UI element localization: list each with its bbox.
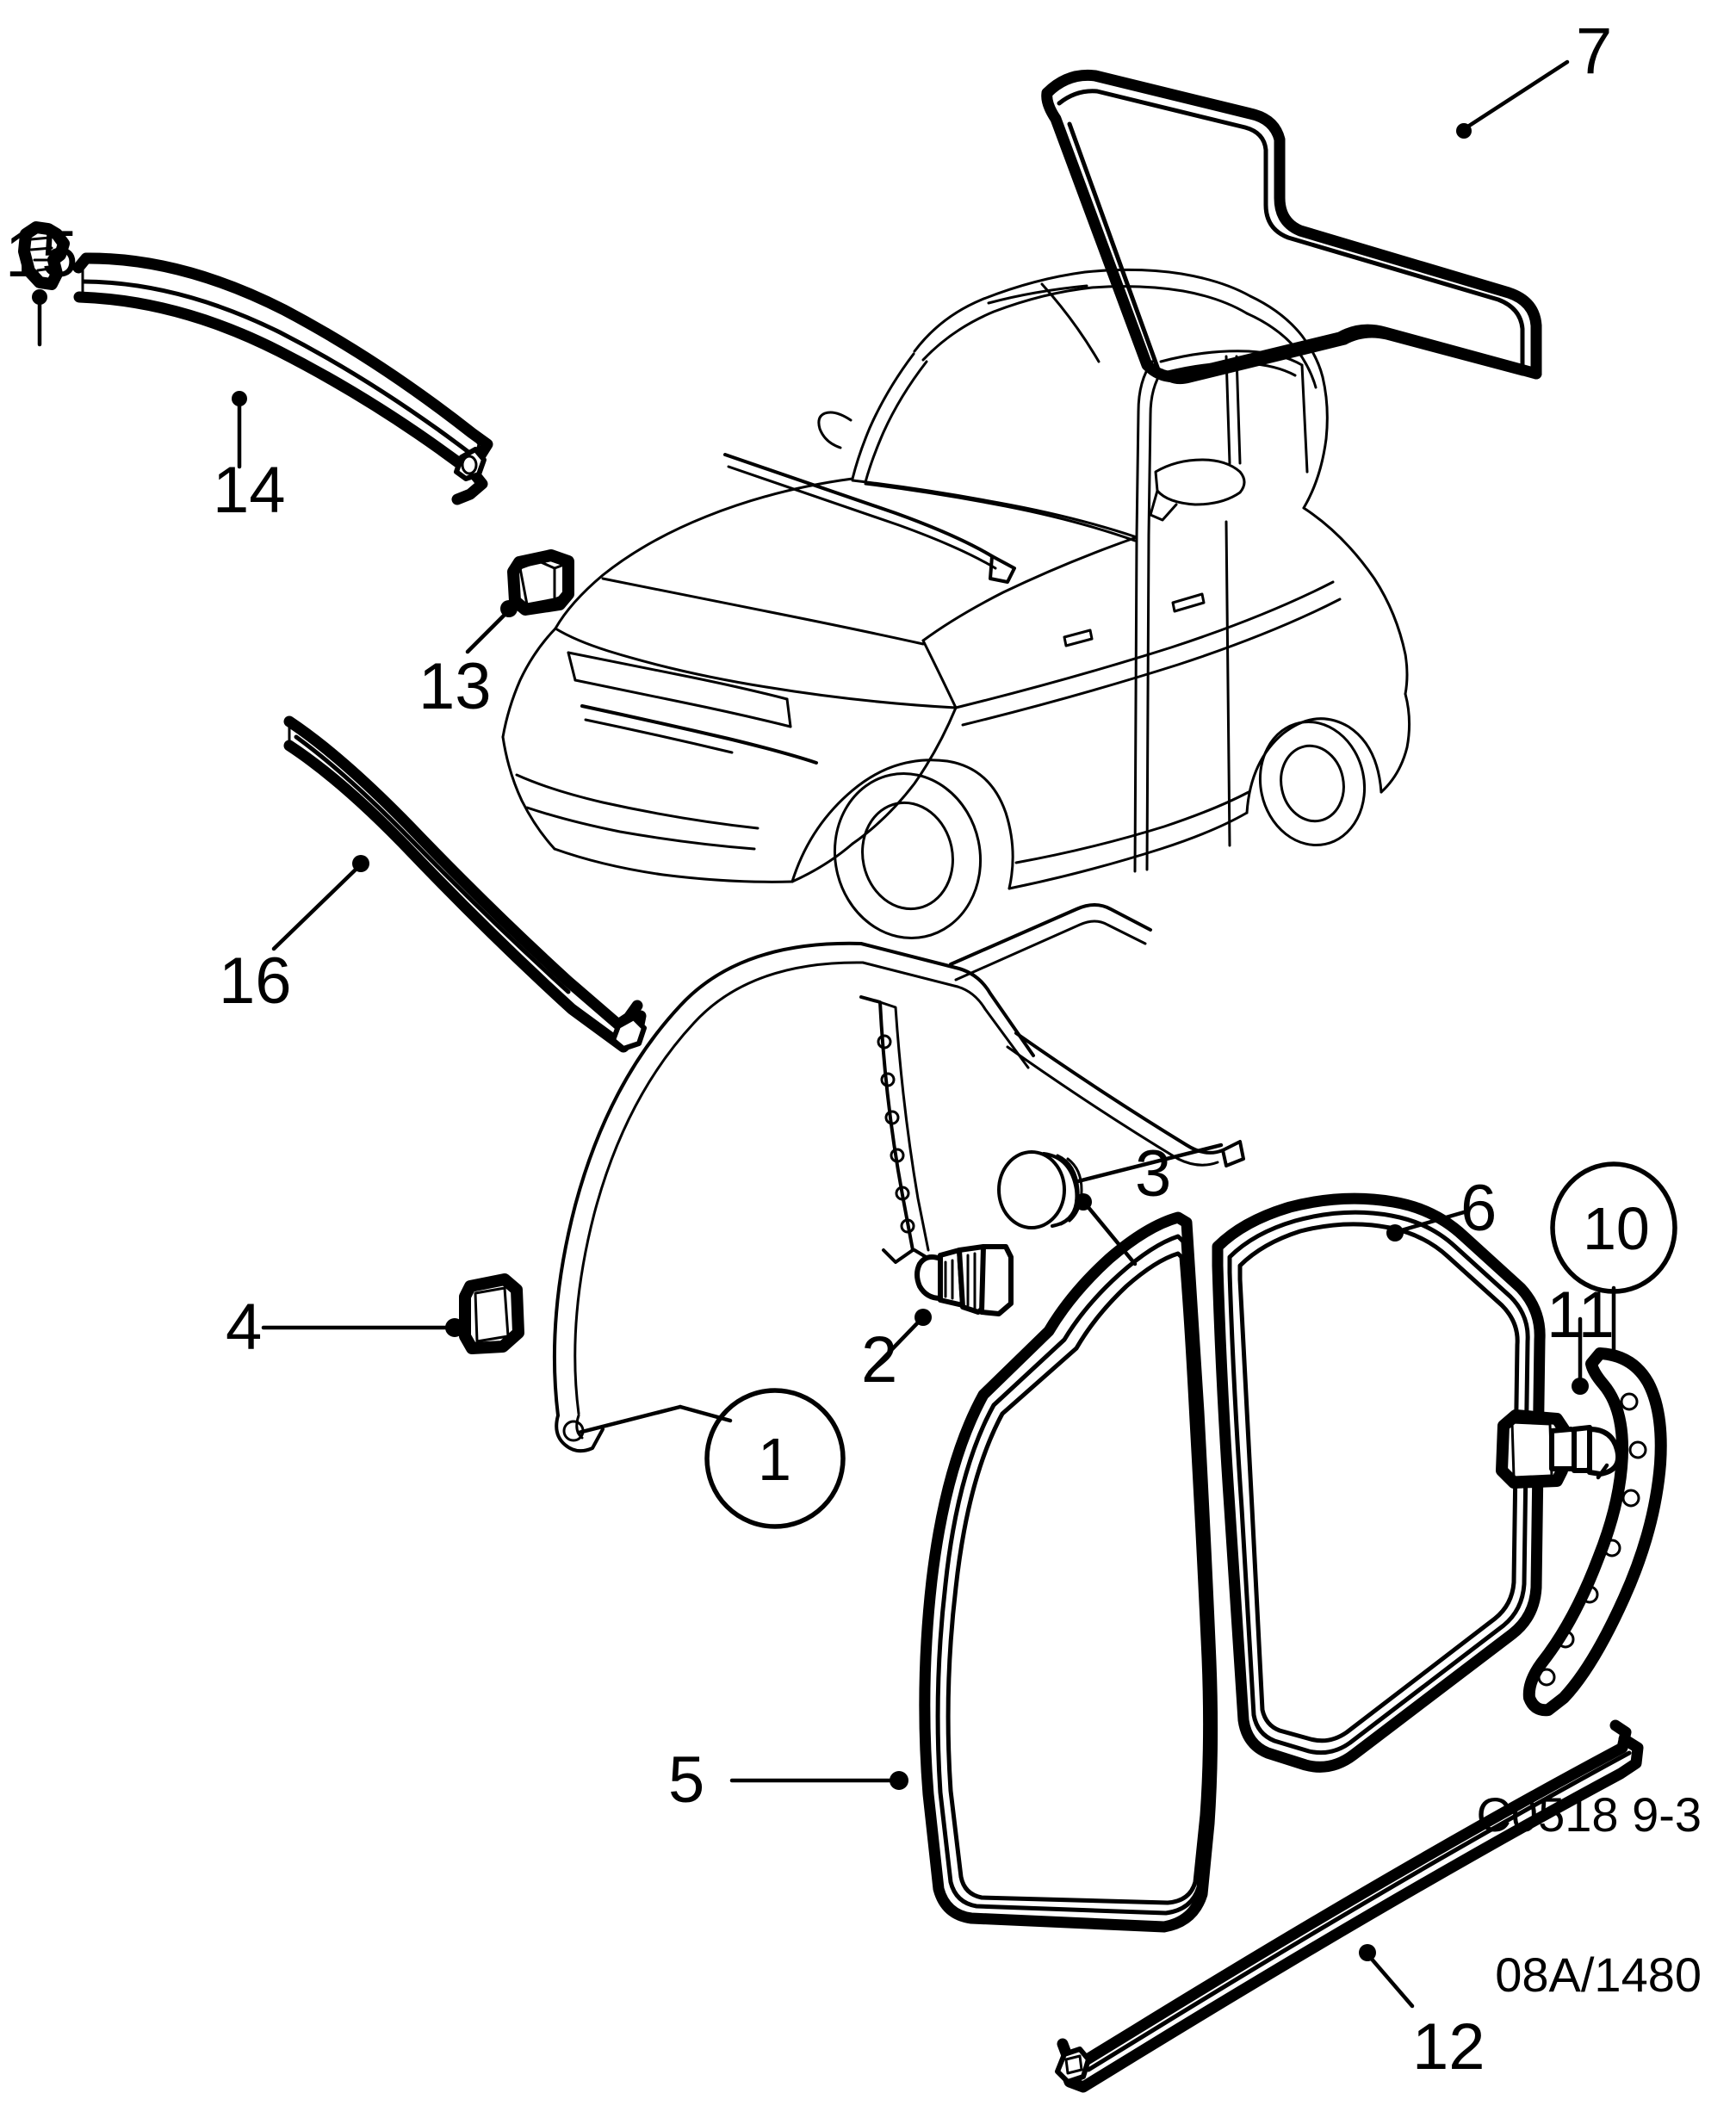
callout-label-14: 13: [418, 650, 492, 723]
callout-label-10: 10: [1583, 1195, 1650, 1262]
part-7-tailgate-seal: [1041, 69, 1542, 385]
footer-line-2: 08A/1480: [1495, 1948, 1702, 2002]
leader-line-16: [271, 865, 360, 951]
diagram-footer: C0518 9-3 08A/1480: [1476, 1681, 1702, 2109]
part-14-clip: [507, 549, 574, 616]
part-1-door-frame-weatherstrip: [552, 903, 1245, 1453]
part-4-clip: [459, 1273, 524, 1354]
vehicle-illustration: [501, 268, 1411, 940]
part-11-stud-retainer: [1496, 1409, 1621, 1489]
part-2-retainer-fastener: [913, 1244, 1014, 1316]
leader-line-6: [1396, 1210, 1466, 1234]
leader-line-14: [465, 610, 509, 654]
leader-dot-4: [445, 1318, 464, 1337]
part-12-sill-weatherstrip: [1055, 1719, 1644, 2093]
leader-dot-11: [1572, 1378, 1589, 1395]
leader-line-2: [867, 1318, 922, 1375]
callout-label-7: 7: [1576, 15, 1613, 88]
callout-label-12: 12: [1412, 2010, 1485, 2084]
part-5-front-door-seal: [919, 1211, 1218, 1933]
callout-label-6: 6: [1460, 1172, 1497, 1245]
callout-circle-1: [704, 1388, 846, 1529]
leader-dot-15: [32, 289, 47, 305]
leader-dot-5: [890, 1771, 908, 1790]
part-16-weatherstrip: [283, 715, 647, 1053]
callout-label-16: 16: [219, 944, 292, 1018]
leader-line-1b: [678, 1404, 733, 1423]
part-13-weatherstrip: [72, 252, 493, 505]
part-6-rear-door-seal: [1212, 1192, 1546, 1773]
leader-line-7: [1461, 59, 1570, 132]
callout-label-5: 5: [668, 1743, 705, 1817]
callout-label-2: 2: [861, 1323, 898, 1396]
leader-line-1: [576, 1404, 683, 1435]
leader-dot-13: [232, 391, 247, 406]
leader-dot-6: [1386, 1224, 1404, 1242]
leader-line-3: [1084, 1203, 1138, 1266]
part-15-clip: [18, 221, 70, 290]
part-3-plug: [997, 1143, 1224, 1229]
callout-label-3: 3: [1135, 1137, 1172, 1211]
footer-line-1: C0518 9-3: [1476, 1787, 1702, 1842]
leader-line-12: [1367, 1954, 1415, 2009]
part-10-perforated-strip: [1522, 1347, 1667, 1717]
callout-label-13: 14: [213, 454, 286, 527]
callout-label-15: 15: [5, 218, 78, 291]
callout-label-4: 4: [226, 1291, 263, 1364]
callout-circle-10: [1550, 1161, 1677, 1294]
callout-label-1: 1: [758, 1426, 791, 1493]
callout-label-11: 11: [1547, 1279, 1615, 1352]
